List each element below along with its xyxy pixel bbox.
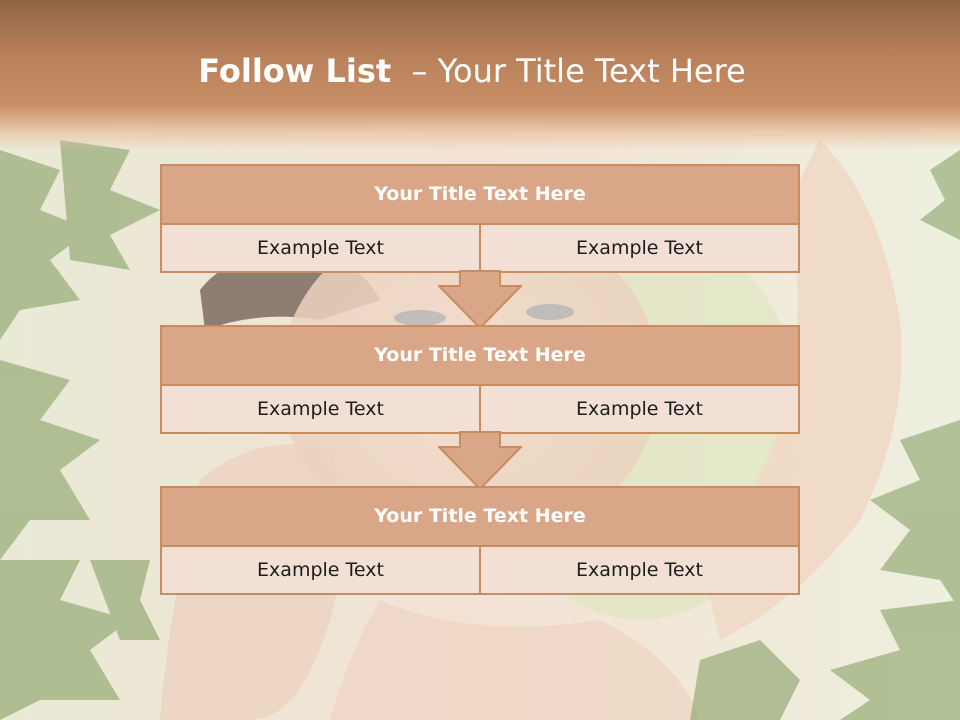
block-cell-right: Example Text: [479, 386, 798, 432]
block-cell-left: Example Text: [162, 386, 479, 432]
down-arrow-icon: [438, 431, 522, 491]
block-row: Example Text Example Text: [162, 547, 798, 593]
block-title: Your Title Text Here: [162, 166, 798, 225]
follow-block-1: Your Title Text Here Example Text Exampl…: [160, 164, 800, 273]
block-cell-left: Example Text: [162, 225, 479, 271]
slide-title-subtitle: – Your Title Text Here: [411, 52, 746, 90]
block-title: Your Title Text Here: [162, 327, 798, 386]
block-row: Example Text Example Text: [162, 225, 798, 271]
block-title: Your Title Text Here: [162, 488, 798, 547]
slide-title-bold: Follow List: [198, 52, 392, 90]
block-row: Example Text Example Text: [162, 386, 798, 432]
block-cell-right: Example Text: [479, 225, 798, 271]
follow-block-2: Your Title Text Here Example Text Exampl…: [160, 325, 800, 434]
block-cell-left: Example Text: [162, 547, 479, 593]
block-cell-right: Example Text: [479, 547, 798, 593]
down-arrow-icon: [438, 270, 522, 330]
follow-block-3: Your Title Text Here Example Text Exampl…: [160, 486, 800, 595]
slide-header: [0, 0, 960, 150]
slide-title: Follow List – Your Title Text Here: [0, 52, 944, 90]
